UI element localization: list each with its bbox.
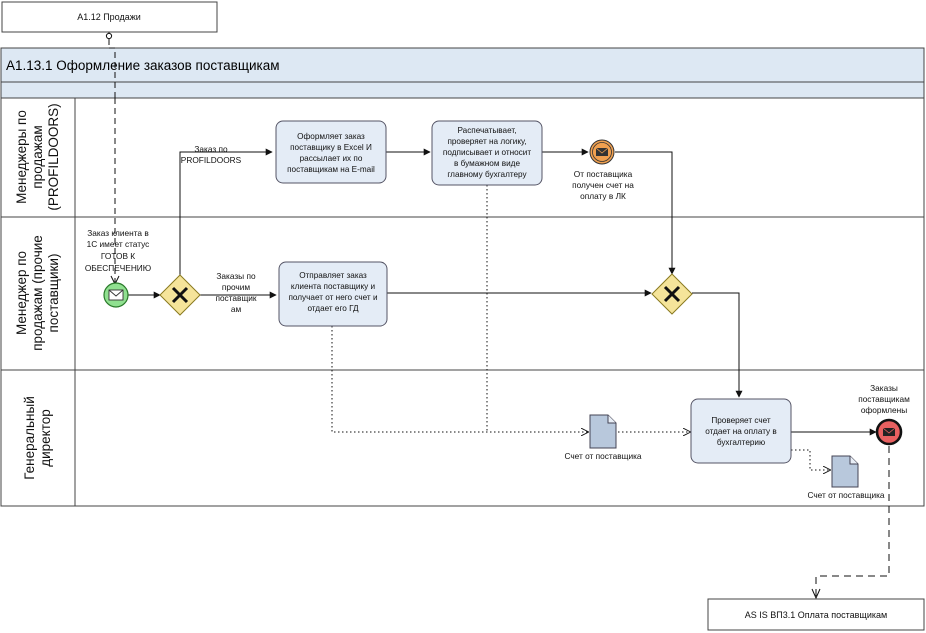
pool-header bbox=[0, 47, 925, 83]
task-check-invoice[interactable]: Проверяет счет отдает на оплату в бухгал… bbox=[690, 398, 792, 464]
svg-text:главному бухгалтеру: главному бухгалтеру bbox=[447, 170, 527, 179]
svg-text:продажам (прочие: продажам (прочие bbox=[30, 235, 45, 351]
document-invoice-2-label: Счет от поставщика bbox=[807, 490, 884, 500]
svg-text:Распечатывает,: Распечатывает, bbox=[457, 126, 516, 135]
svg-text:поставщикам: поставщикам bbox=[858, 394, 910, 404]
flow-label-profildoors: Заказ по PROFILDOORS bbox=[181, 144, 242, 165]
svg-text:Менеджер по: Менеджер по bbox=[14, 251, 29, 335]
svg-text:поставщику в Excel И: поставщику в Excel И bbox=[290, 143, 372, 152]
svg-text:бухгалтерию: бухгалтерию bbox=[717, 438, 765, 447]
svg-text:1С имеет статус: 1С имеет статус bbox=[87, 239, 150, 249]
intermediate-event-label: От поставщика получен счет на оплату в Л… bbox=[572, 169, 634, 201]
envelope-icon bbox=[883, 428, 895, 436]
svg-text:PROFILDOORS: PROFILDOORS bbox=[181, 155, 242, 165]
svg-text:рассылает их по: рассылает их по bbox=[300, 154, 363, 163]
svg-text:Заказы: Заказы bbox=[870, 383, 898, 393]
svg-text:Отправляет заказ: Отправляет заказ bbox=[299, 271, 367, 280]
exclusive-gateway-merge[interactable] bbox=[651, 273, 693, 315]
svg-text:Менеджеры по: Менеджеры по bbox=[14, 110, 29, 204]
svg-text:проверяет на логику,: проверяет на логику, bbox=[447, 137, 526, 146]
lane-label-profildoors: Менеджеры по продажам (PROFILDOORS) bbox=[14, 103, 61, 210]
svg-text:(PROFILDOORS): (PROFILDOORS) bbox=[46, 103, 61, 210]
svg-text:Заказы по: Заказы по bbox=[216, 271, 256, 281]
svg-text:отдает на оплату в: отдает на оплату в bbox=[705, 427, 777, 436]
svg-text:клиента поставщику и: клиента поставщику и bbox=[291, 282, 375, 291]
task-print-sign[interactable]: Распечатывает, проверяет на логику, подп… bbox=[431, 120, 543, 186]
svg-text:Проверяет счет: Проверяет счет bbox=[711, 416, 771, 425]
bottom-process-ref-label: AS IS ВП3.1 Оплата поставщикам bbox=[745, 610, 887, 620]
intermediate-event-invoice[interactable] bbox=[589, 139, 615, 165]
data-associations bbox=[331, 185, 830, 470]
message-flow-out bbox=[811, 446, 890, 600]
svg-text:поставщикам на E-mail: поставщикам на E-mail bbox=[287, 165, 375, 174]
start-event-label: Заказ клиента в 1С имеет статус ГОТОВ К … bbox=[85, 228, 151, 273]
svg-text:оплату в ЛК: оплату в ЛК bbox=[580, 191, 626, 201]
svg-text:в бумажном виде: в бумажном виде bbox=[454, 159, 520, 168]
envelope-icon bbox=[596, 148, 608, 156]
top-process-ref[interactable]: A1.12 Продажи bbox=[1, 1, 218, 33]
svg-text:оформлены: оформлены bbox=[861, 405, 907, 415]
lane-label-director: Генеральный директор bbox=[22, 396, 53, 480]
svg-text:ам: ам bbox=[231, 304, 242, 314]
pool-subheader bbox=[0, 81, 925, 99]
svg-text:поставщики): поставщики) bbox=[46, 254, 61, 333]
svg-text:получает от него счет и: получает от него счет и bbox=[288, 293, 377, 302]
svg-text:Заказ клиента в: Заказ клиента в bbox=[87, 228, 149, 238]
document-invoice-1[interactable]: Счет от поставщика bbox=[564, 414, 642, 461]
svg-text:подписывает и относит: подписывает и относит bbox=[443, 148, 531, 157]
svg-text:получен счет на: получен счет на bbox=[572, 180, 634, 190]
exclusive-gateway-split[interactable] bbox=[159, 274, 201, 316]
start-event[interactable] bbox=[103, 282, 129, 308]
svg-text:Генеральный: Генеральный bbox=[22, 396, 37, 480]
x-icon bbox=[171, 286, 189, 304]
svg-text:директор: директор bbox=[38, 409, 53, 467]
lane-label-other-suppliers: Менеджер по продажам (прочие поставщики) bbox=[14, 235, 61, 351]
envelope-icon bbox=[108, 289, 124, 301]
svg-text:Заказ по: Заказ по bbox=[194, 144, 228, 154]
task-send-to-supplier[interactable]: Отправляет заказ клиента поставщику и по… bbox=[278, 261, 388, 327]
svg-text:прочим: прочим bbox=[222, 282, 250, 292]
bottom-process-ref[interactable]: AS IS ВП3.1 Оплата поставщикам bbox=[707, 598, 925, 631]
document-invoice-1-label: Счет от поставщика bbox=[564, 451, 641, 461]
svg-text:ГОТОВ К: ГОТОВ К bbox=[101, 251, 135, 261]
svg-text:Оформляет заказ: Оформляет заказ bbox=[297, 132, 365, 141]
top-process-ref-label: A1.12 Продажи bbox=[77, 12, 141, 22]
document-invoice-2[interactable]: Счет от поставщика bbox=[807, 455, 885, 500]
svg-text:ОБЕСПЕЧЕНИЮ: ОБЕСПЕЧЕНИЮ bbox=[85, 263, 151, 273]
svg-text:поставщик: поставщик bbox=[215, 293, 256, 303]
sequence-flows bbox=[128, 148, 877, 436]
svg-text:отдает его ГД: отдает его ГД bbox=[307, 304, 359, 313]
svg-text:продажам: продажам bbox=[30, 125, 45, 188]
end-event[interactable] bbox=[875, 418, 903, 446]
end-event-label: Заказы поставщикам оформлены bbox=[858, 383, 910, 415]
pool-title: A1.13.1 Оформление заказов поставщикам bbox=[6, 58, 279, 73]
task-excel-order[interactable]: Оформляет заказ поставщику в Excel И рас… bbox=[275, 120, 387, 184]
svg-text:От поставщика: От поставщика bbox=[574, 169, 633, 179]
flow-label-others: Заказы по прочим поставщик ам bbox=[215, 271, 256, 314]
x-icon bbox=[663, 285, 681, 303]
